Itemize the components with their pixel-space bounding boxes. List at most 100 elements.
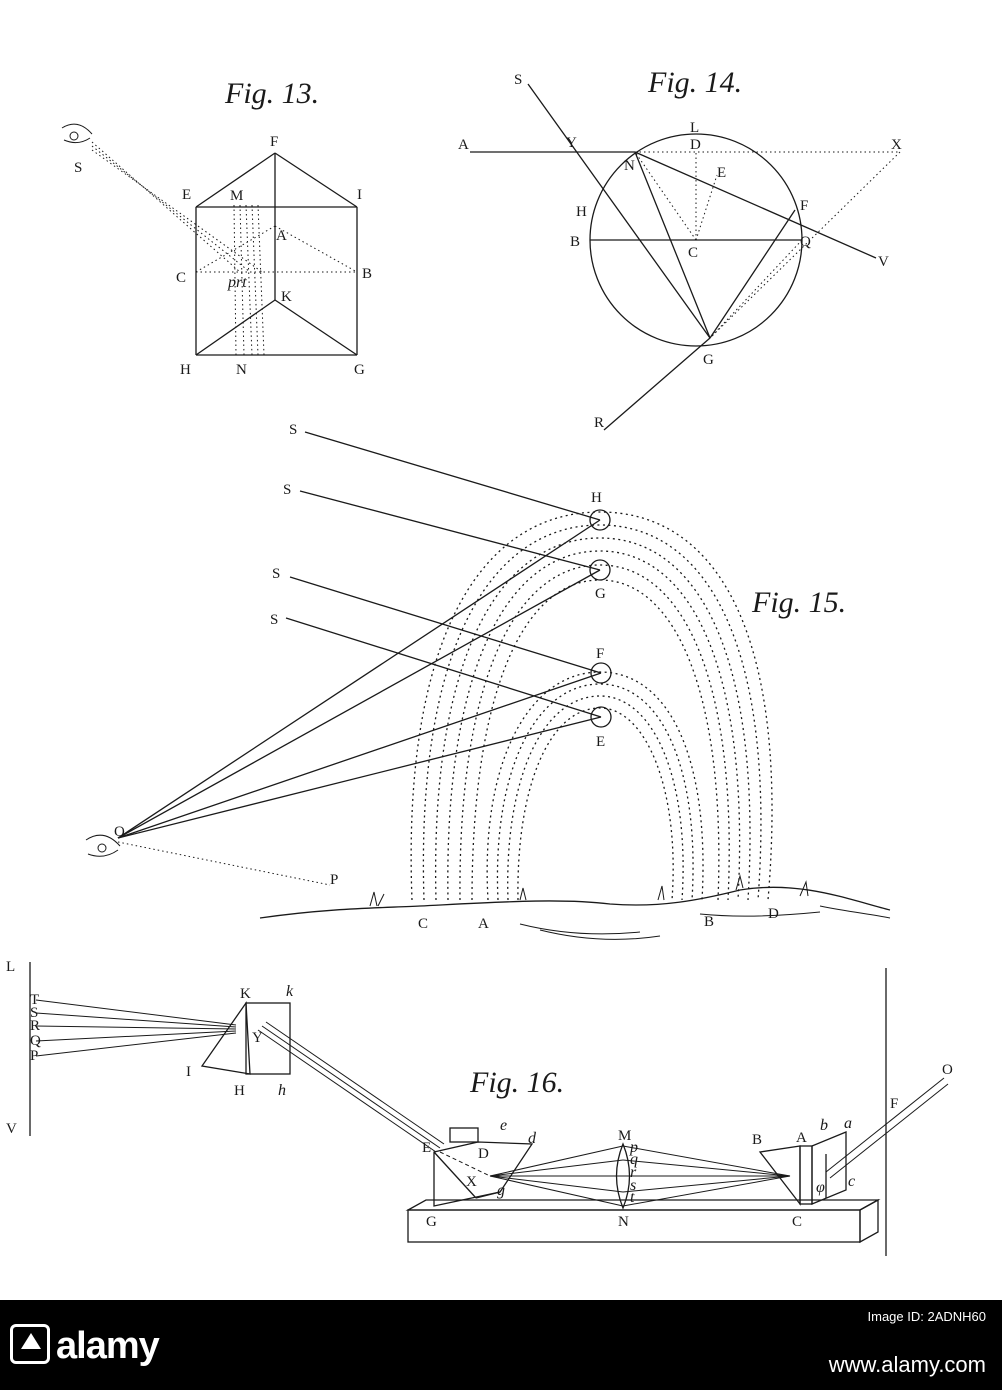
fig13-prism (195, 152, 358, 356)
fig13-label-prt: prt (227, 274, 247, 291)
fig16-prism-K (200, 1001, 291, 1075)
fig16-label-G: G (426, 1214, 437, 1230)
fig13-label-K: K (281, 289, 292, 305)
fig15-sun-rays (285, 431, 602, 718)
brand-logo: alamy (10, 1324, 160, 1368)
fig13-rays (91, 141, 265, 356)
fig14-label-G: G (703, 352, 714, 368)
fig15-label-C: C (418, 916, 428, 932)
fig13-label-F: F (270, 134, 278, 150)
fig16-title: Fig. 16. (469, 1066, 564, 1099)
watermark-banner: alamy Image ID: 2ADNH60 www.alamy.com (0, 1300, 1002, 1390)
fig15-label-P: P (330, 872, 338, 888)
fig15-label-S4: S (270, 612, 278, 628)
fig15-inner-bow (486, 671, 704, 901)
fig16-label-T: T (30, 992, 39, 1008)
fig16-label-E: E (422, 1140, 431, 1156)
fig15-label-S1: S (289, 422, 297, 438)
fig16-label-B: B (752, 1132, 762, 1148)
fig14-label-D: D (690, 137, 701, 153)
fig14-label-Q: Q (800, 234, 811, 250)
fig15-label-G: G (595, 586, 606, 602)
fig13-label-C: C (176, 270, 186, 286)
fig14-label-S: S (514, 72, 522, 88)
fig16-label-R: R (30, 1018, 40, 1034)
fig13-label-I: I (357, 187, 362, 203)
fig13-label-E: E (182, 187, 191, 203)
fig16-label-e: e (500, 1117, 507, 1134)
fig15-label-A: A (478, 916, 489, 932)
fig15-drops (589, 509, 612, 728)
fig15-title: Fig. 15. (751, 586, 846, 619)
fig16-label-N: N (618, 1214, 629, 1230)
fig16-label-P: P (30, 1048, 38, 1064)
fig16-label-b: b (820, 1117, 828, 1134)
fig16-label-q: q (630, 1151, 638, 1168)
fig16-label-S: S (30, 1005, 38, 1021)
fig16-label-Y: Y (252, 1030, 263, 1046)
fig16-bench (405, 1198, 881, 1244)
fig15-ground (259, 874, 891, 940)
fig13-label-M: M (230, 188, 243, 204)
fig16-label-D: D (478, 1146, 489, 1162)
fig16-label-I: I (186, 1064, 191, 1080)
fig15-label-O: O (114, 824, 125, 840)
fig15-label-D: D (768, 906, 779, 922)
eye-icon (85, 834, 121, 857)
engraved-plate: Fig. 13. S F (6, 66, 953, 1256)
fig14-label-E: E (717, 165, 726, 181)
fig15-label-E: E (596, 734, 605, 750)
fig16-label-C: C (792, 1214, 802, 1230)
fig16-beam (257, 1021, 445, 1153)
fig16-label-O: O (942, 1062, 953, 1078)
fig16-label-M: M (618, 1128, 631, 1144)
fig14-label-A: A (458, 137, 469, 153)
figure-15: Fig. 15. (85, 422, 891, 940)
fig16-label-a: a (844, 1115, 852, 1132)
image-id: Image ID: 2ADNH60 (867, 1309, 987, 1324)
fig16-label-r: r (630, 1164, 637, 1181)
fig16-label-h: h (278, 1082, 286, 1099)
fig15-label-S2: S (283, 482, 291, 498)
fig14-label-L: L (690, 120, 699, 136)
fig16-label-t: t (630, 1189, 635, 1206)
fig15-label-S3: S (272, 566, 280, 582)
fig14-label-Y: Y (566, 135, 577, 151)
fig14-rays (470, 83, 901, 431)
fig13-label-H: H (180, 362, 191, 378)
fig16-label-F: F (890, 1096, 898, 1112)
fig16-prism-box-E (433, 1127, 534, 1207)
fig16-label-V: V (6, 1121, 17, 1137)
fig16-label-s: s (630, 1177, 636, 1194)
fig16-label-L: L (6, 959, 15, 975)
site-url: www.alamy.com (828, 1352, 986, 1377)
fig16-label-d: d (528, 1130, 537, 1147)
fig14-label-C: C (688, 245, 698, 261)
fig16-label-g: g (497, 1182, 505, 1199)
fig15-outer-bow (410, 511, 773, 901)
fig16-prism-A (758, 1131, 847, 1206)
brand-name: alamy (56, 1325, 160, 1367)
fig14-label-F: F (800, 198, 808, 214)
fig16-spectrum-rays (35, 999, 237, 1057)
figure-16: Fig. 16. L V T S R Q P K k Y I H h (6, 959, 953, 1256)
fig13-label-N: N (236, 362, 247, 378)
figure-14: Fig. 14. S A Y L D X N E H F B C Q V (458, 66, 902, 431)
fig14-label-H: H (576, 204, 587, 220)
fig16-lens (615, 1142, 631, 1210)
fig13-label-B: B (362, 266, 372, 282)
fig16-label-phi: φ (816, 1179, 825, 1196)
fig16-label-X: X (466, 1174, 477, 1190)
fig14-label-N: N (624, 158, 635, 174)
fig16-label-Q: Q (30, 1033, 41, 1049)
fig16-label-k: k (286, 983, 294, 1000)
fig14-label-V: V (878, 254, 889, 270)
fig16-label-H: H (234, 1083, 245, 1099)
fig13-label-G: G (354, 362, 365, 378)
fig14-label-R: R (594, 415, 604, 431)
fig15-eye-rays (117, 519, 602, 886)
eye-icon (61, 123, 93, 144)
fig14-label-X: X (891, 137, 902, 153)
fig16-label-A: A (796, 1130, 807, 1146)
fig16-label-K: K (240, 986, 251, 1002)
